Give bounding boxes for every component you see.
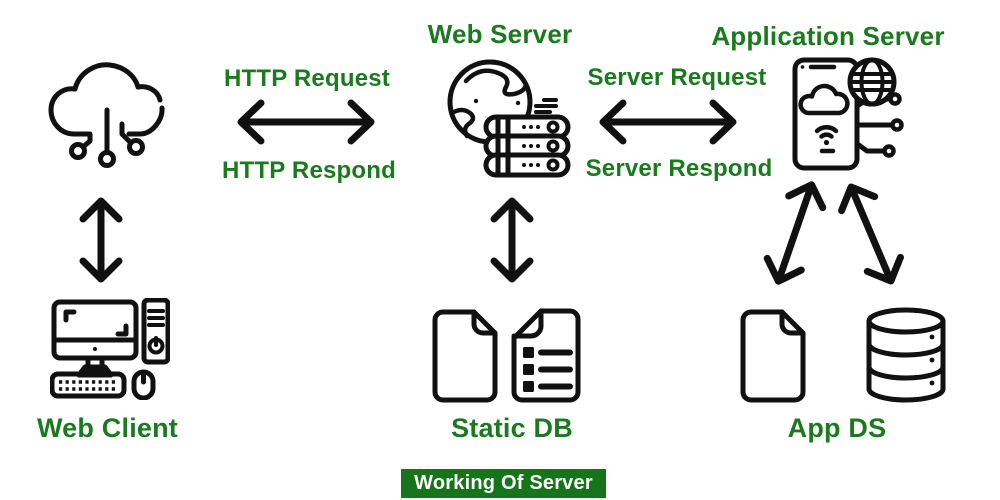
app-ds-label: App DS <box>787 413 887 443</box>
static-db-document <box>429 308 501 404</box>
server-request-label: Server Request <box>587 64 767 91</box>
static-db-list-document <box>508 307 584 404</box>
blank-document-icon <box>740 309 806 403</box>
caption-banner: Working Of Server <box>401 469 606 498</box>
http-respond-label: HTTP Respond <box>222 157 396 184</box>
client-server-arrow <box>232 96 380 148</box>
app-database-arrow <box>824 169 919 300</box>
server-staticdb-arrow <box>486 192 538 288</box>
application-server-label: Application Server <box>711 21 945 51</box>
double-arrow-vertical-icon <box>490 197 534 283</box>
internet-cloud-node <box>38 50 173 175</box>
globe-server-rack-icon <box>447 59 571 178</box>
server-respond-label: Server Respond <box>585 155 773 182</box>
caption-text: Working Of Server <box>414 472 593 494</box>
web-server-label: Web Server <box>427 19 573 49</box>
double-arrow-vertical-icon <box>79 197 123 283</box>
app-ds-document <box>737 308 809 404</box>
list-document-icon <box>511 308 581 403</box>
web-server-node <box>438 55 575 185</box>
http-request-label: HTTP Request <box>224 65 390 92</box>
web-client-node <box>50 298 170 400</box>
double-arrow-diagonal-icon <box>763 181 827 285</box>
blank-document-icon <box>432 309 498 403</box>
web-client-label: Web Client <box>36 413 178 443</box>
app-ds-database <box>864 307 948 403</box>
mobile-app-server-icon <box>792 57 904 171</box>
static-db-label: Static DB <box>451 413 573 443</box>
cloud-client-arrow <box>75 192 127 288</box>
database-cylinder-icon <box>866 307 946 403</box>
desktop-computer-icon <box>50 298 170 400</box>
double-arrow-diagonal-icon <box>838 183 904 285</box>
application-server-node <box>788 52 920 188</box>
cloud-network-icon <box>48 62 165 168</box>
double-arrow-horizontal-icon <box>237 99 375 145</box>
server-app-arrow <box>594 96 742 148</box>
app-document-arrow <box>751 168 839 298</box>
double-arrow-horizontal-icon <box>599 99 737 145</box>
